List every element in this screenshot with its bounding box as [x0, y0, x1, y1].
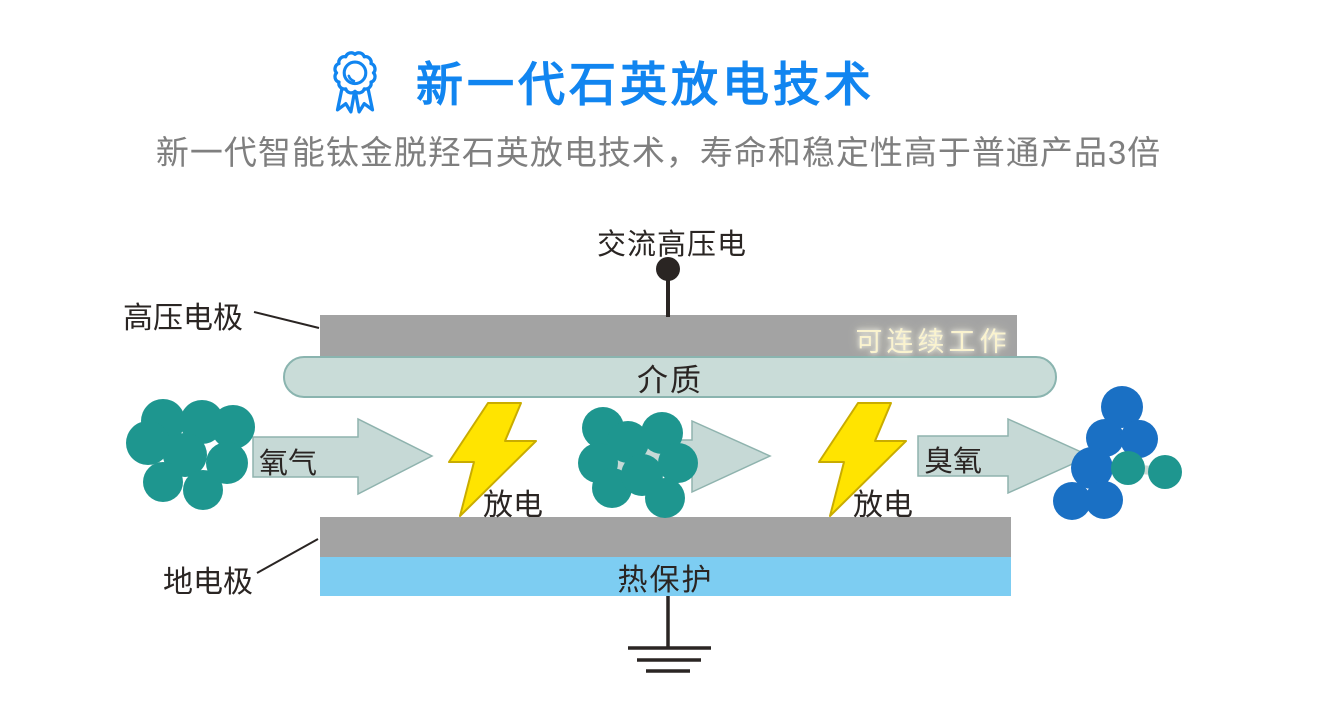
ozone-label: 臭氧 [924, 446, 983, 478]
medal-rosette [333, 51, 377, 95]
oxygen-molecules-middle [578, 407, 698, 518]
medal-inner-circle [342, 60, 368, 86]
medal-highlight [347, 74, 356, 83]
ozone-molecules [1053, 386, 1182, 520]
discharge-right-label: 放电 [853, 489, 913, 522]
oxygen-label: 氧气 [259, 448, 318, 480]
continuous-work-badge: 可连续工作 [855, 327, 1011, 357]
dielectric-bar: 介质 [283, 356, 1057, 398]
oxygen-molecules-left [126, 399, 255, 510]
ground-symbol [628, 596, 711, 673]
hv-electrode-pointer-line [253, 311, 320, 329]
oxygen-flow-arrow [252, 417, 434, 496]
ac-power-connector [656, 257, 680, 317]
ac-power-label: 交流高压电 [597, 229, 748, 261]
ground-electrode-label: 地电极 [163, 566, 253, 599]
lightning-bolt-right [818, 402, 907, 517]
discharge-left-label: 放电 [483, 489, 543, 522]
thermal-protection-bar: 热保护 [320, 557, 1011, 597]
high-voltage-electrode-bar [320, 315, 1017, 356]
thermal-protection-label: 热保护 [617, 563, 714, 597]
page-subtitle: 新一代智能钛金脱羟石英放电技术，寿命和稳定性高于普通产品3倍 [155, 134, 1162, 171]
ground-electrode-pointer-line [256, 538, 319, 574]
ozone-flow-arrow [917, 417, 1092, 495]
ground-electrode-bar [320, 517, 1011, 557]
page-title: 新一代石英放电技术 [416, 58, 875, 111]
lightning-bolt-left [448, 402, 537, 517]
hv-electrode-label: 高压电极 [123, 302, 243, 335]
medal-icon [333, 51, 377, 114]
dielectric-label: 介质 [637, 362, 703, 398]
